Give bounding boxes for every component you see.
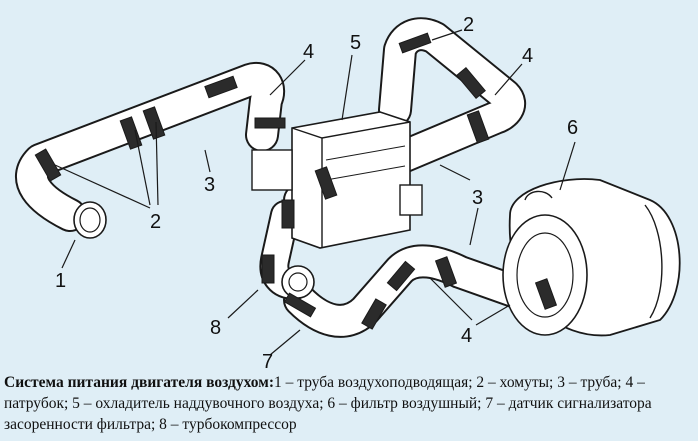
callout-5: 5 xyxy=(350,32,362,54)
callout-1: 1 xyxy=(55,270,67,292)
caption-text: 1 – труба воздухоподводящая; 2 – хомуты;… xyxy=(4,374,652,433)
intake-pipe-left xyxy=(15,61,286,232)
callout-4-right: 4 xyxy=(522,45,534,67)
turbo-opening xyxy=(281,265,315,299)
callout-8: 8 xyxy=(210,317,222,339)
callout-7: 7 xyxy=(262,351,274,373)
charge-air-cooler xyxy=(251,111,423,249)
intake-opening xyxy=(73,201,107,239)
callout-6: 6 xyxy=(567,117,579,139)
air-filter xyxy=(502,178,681,337)
leader-lines xyxy=(54,29,576,356)
callout-3-right: 3 xyxy=(472,187,484,209)
hose-clamps xyxy=(34,32,558,330)
air-supply-diagram xyxy=(15,17,681,356)
callout-2-right: 2 xyxy=(463,14,475,36)
callout-3-left: 3 xyxy=(204,174,216,196)
caption-title: Система питания двигателя воздухом: xyxy=(4,374,274,391)
callout-4-bottom: 4 xyxy=(461,325,473,347)
callout-2-left: 2 xyxy=(150,211,162,233)
callout-4-top: 4 xyxy=(303,41,315,63)
diagram-caption: Система питания двигателя воздухом:1 – т… xyxy=(4,372,696,435)
